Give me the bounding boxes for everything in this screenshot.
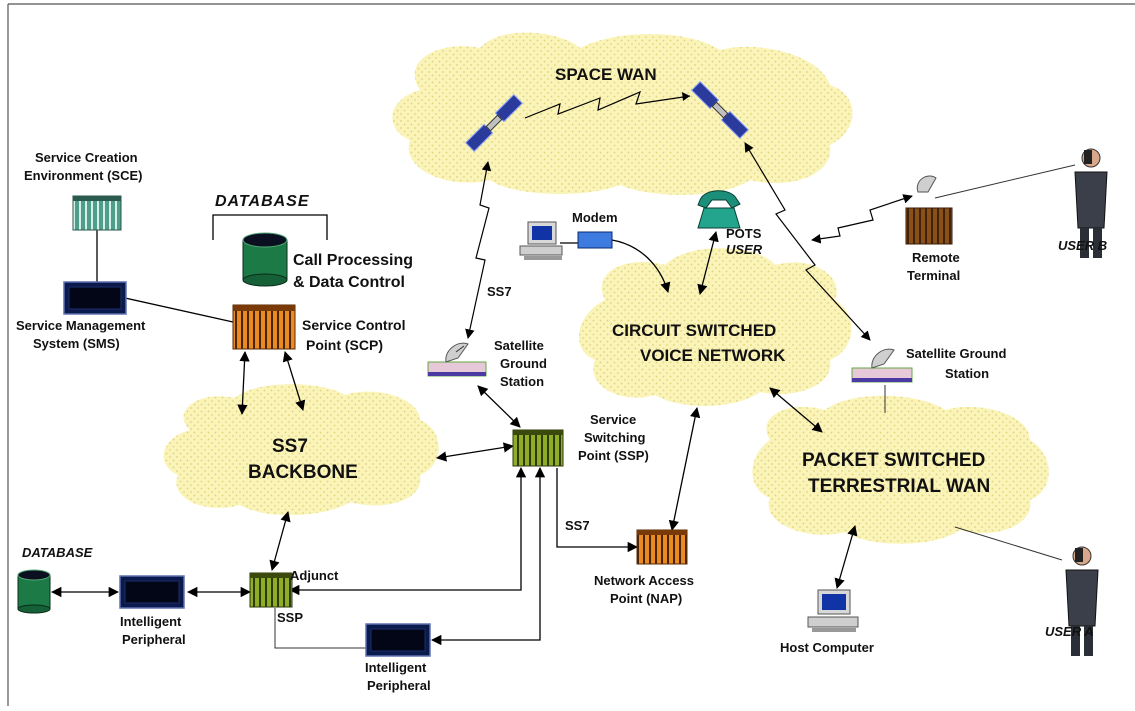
nap-label-line1: Network Access xyxy=(594,573,694,588)
database-top-label: DATABASE xyxy=(215,193,310,210)
ssp-small-label: SSP xyxy=(277,610,303,625)
telephone-icon xyxy=(697,190,741,229)
ssp-label-line3: Point (SSP) xyxy=(578,448,649,463)
sms-label-line2: System (SMS) xyxy=(33,336,120,351)
link-pots-circuit xyxy=(697,230,719,296)
database-cylinder-icon xyxy=(17,569,51,614)
sat-ground-right-line2: Station xyxy=(945,366,989,381)
packet-switched-label-line1: PACKET SWITCHED xyxy=(802,450,985,471)
satellite-dish-icon xyxy=(851,348,913,383)
radio-link-sat-ground-left xyxy=(465,161,492,339)
switch-rack-icon xyxy=(249,572,293,608)
sms-label-line1: Service Management xyxy=(16,318,146,333)
link-scp-ss7-b xyxy=(282,351,306,411)
database-cylinder-icon xyxy=(242,232,288,287)
person-on-phone-icon xyxy=(1074,148,1108,258)
server-icon xyxy=(63,281,127,315)
user-b-label: USER B xyxy=(1058,238,1107,253)
circuit-switched-label-line1: CIRCUIT SWITCHED xyxy=(612,321,776,340)
space-wan-cloud xyxy=(392,32,853,195)
link-modem-circuit xyxy=(611,239,671,293)
ip-bottom-label-line2: Peripheral xyxy=(367,678,431,693)
call-processing-label-line2: & Data Control xyxy=(293,274,405,291)
user-a-label: USER A xyxy=(1045,624,1094,639)
remote-terminal-icon xyxy=(905,175,953,245)
remote-terminal-line1: Remote xyxy=(912,250,960,265)
switch-rack-icon xyxy=(636,529,688,565)
ss7-link-lower-label: SS7 xyxy=(565,518,590,533)
link-nap-circuit xyxy=(668,406,701,532)
modem-label: Modem xyxy=(572,210,618,225)
link-ss7-ssp xyxy=(435,442,515,462)
link-ssp-ip-bottom xyxy=(430,466,546,646)
satellite-dish-icon xyxy=(427,342,487,377)
link-packet-user-a xyxy=(954,526,1063,561)
adjunct-label: Adjunct xyxy=(290,568,339,583)
space-wan-label: SPACE WAN xyxy=(555,65,657,84)
link-scp-ss7-a xyxy=(237,350,250,416)
remote-terminal-line2: Terminal xyxy=(907,268,960,283)
database-bracket xyxy=(212,214,328,240)
host-computer-label: Host Computer xyxy=(780,640,874,655)
switch-rack-icon xyxy=(232,304,296,350)
pots-label-line2: USER xyxy=(726,242,763,257)
satellite-icon xyxy=(691,81,749,139)
ss7-backbone-label-line1: SS7 xyxy=(272,436,308,457)
sce-label-line2: Environment (SCE) xyxy=(24,168,142,183)
switch-rack-icon xyxy=(72,195,122,231)
sat-ground-left-line2: Ground xyxy=(500,356,547,371)
radio-link-sat-sat xyxy=(524,90,691,119)
modem-icon xyxy=(577,231,613,249)
satellite-icon xyxy=(465,94,523,152)
ip-left-label-line2: Peripheral xyxy=(122,632,186,647)
ssp-label-line2: Switching xyxy=(584,430,645,445)
packet-switched-label-line2: TERRESTRIAL WAN xyxy=(808,476,990,497)
sce-label-line1: Service Creation xyxy=(35,150,138,165)
sat-ground-left-line3: Station xyxy=(500,374,544,389)
intelligent-peripheral-icon xyxy=(119,575,185,609)
link-remote-user-b xyxy=(934,164,1076,199)
sat-ground-left-line1: Satellite xyxy=(494,338,544,353)
link-packet-host xyxy=(834,525,858,589)
desktop-computer-icon xyxy=(519,221,563,260)
ip-left-label-line1: Intelligent xyxy=(120,614,182,629)
switch-rack-icon xyxy=(512,429,564,467)
nap-label-line2: Point (NAP) xyxy=(610,591,682,606)
link-circuit-packet xyxy=(769,387,823,433)
ssp-label-line1: Service xyxy=(590,412,636,427)
pots-label-line1: POTS xyxy=(726,226,762,241)
ss7-link-upper-label: SS7 xyxy=(487,284,512,299)
intelligent-peripheral-icon xyxy=(365,623,431,657)
call-processing-label-line1: Call Processing xyxy=(293,252,413,269)
sat-ground-right-line1: Satellite Ground xyxy=(906,346,1006,361)
database-bottom-label: DATABASE xyxy=(22,545,93,560)
ip-bottom-label-line1: Intelligent xyxy=(365,660,427,675)
packet-switched-cloud xyxy=(752,395,1049,544)
circuit-switched-label-line2: VOICE NETWORK xyxy=(640,346,786,365)
link-adjunct-ip-bottom xyxy=(274,608,366,649)
link-ss7-adjunct xyxy=(269,510,291,572)
person-on-phone-icon xyxy=(1065,546,1099,656)
radio-link-remote xyxy=(811,194,913,244)
link-sms-scp xyxy=(124,297,234,323)
link-satground-ssp xyxy=(477,385,521,428)
scp-label-line1: Service Control xyxy=(302,317,405,333)
scp-label-line2: Point (SCP) xyxy=(306,337,383,353)
ss7-backbone-label-line2: BACKBONE xyxy=(248,462,358,483)
desktop-computer-icon xyxy=(807,589,859,632)
link-ssp-nap xyxy=(556,468,639,553)
radio-link-sat-ground-right xyxy=(744,142,871,341)
